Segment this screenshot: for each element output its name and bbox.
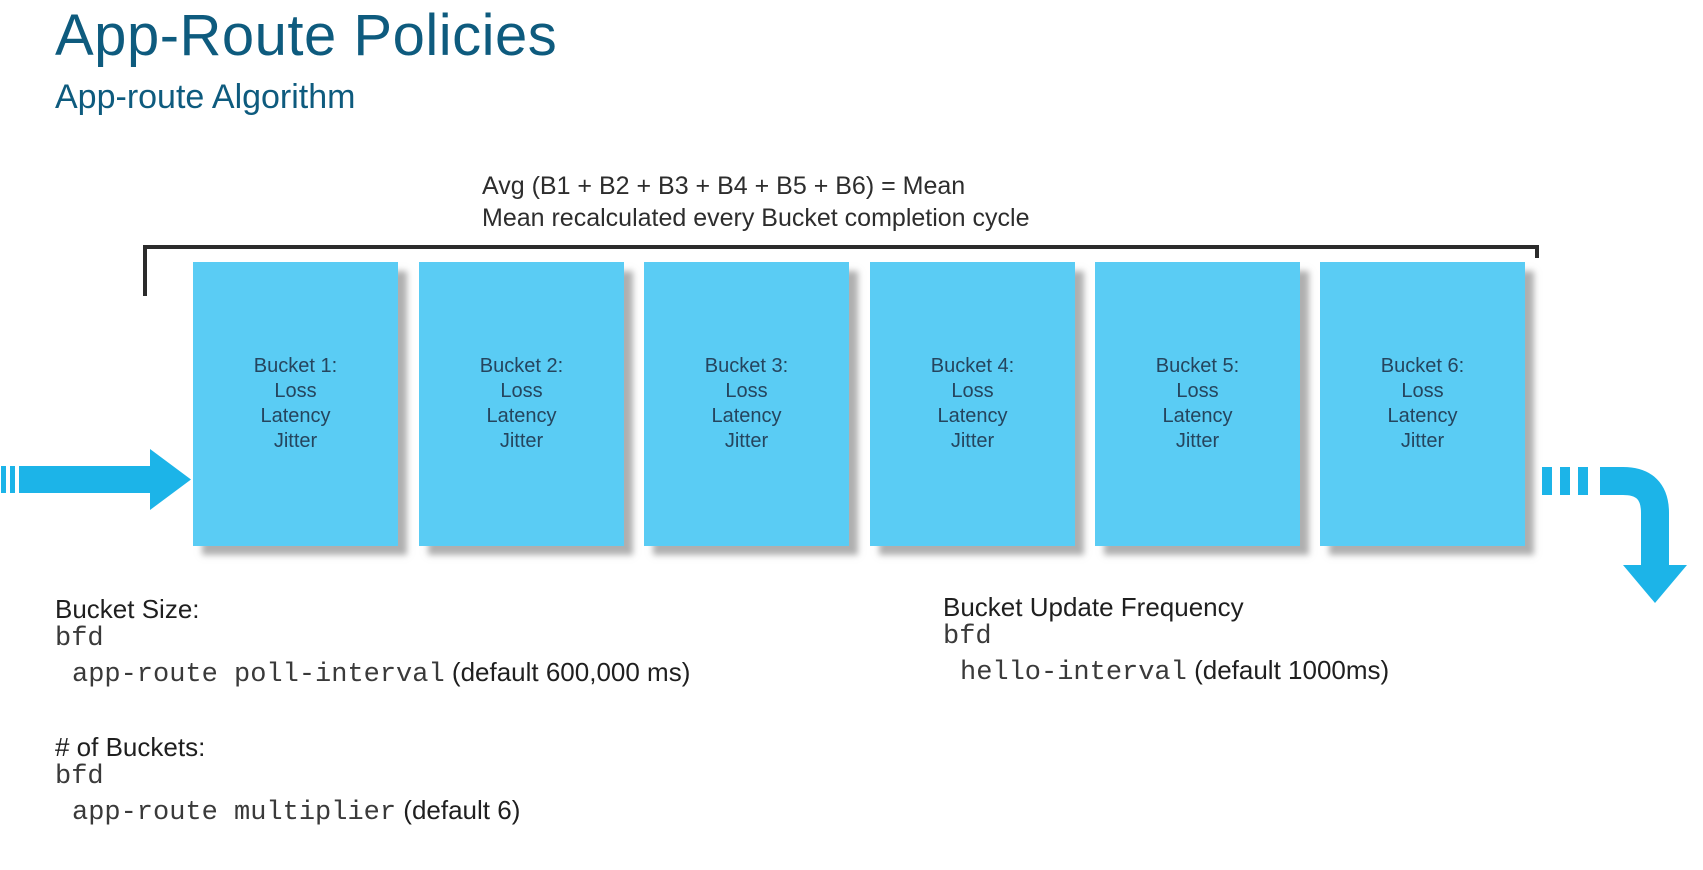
- bucket-metric-latency: Latency: [711, 405, 782, 427]
- bucket-metric-loss: Loss: [1176, 380, 1219, 402]
- bucket-metric-loss: Loss: [274, 380, 317, 402]
- bucket-1: Bucket 1: Loss Latency Jitter: [193, 262, 398, 546]
- aggregation-bracket-right-end: [1535, 245, 1539, 258]
- bucket-metric-jitter: Jitter: [724, 430, 769, 452]
- update-frequency-command-line: hello-interval (default 1000ms): [943, 653, 1389, 690]
- update-frequency-heading: Bucket Update Frequency: [943, 592, 1244, 622]
- bucket-4-label: Bucket 4: Loss Latency Jitter: [931, 354, 1014, 454]
- num-buckets-note: # of Buckets: bfd app-route multiplier (…: [55, 732, 690, 830]
- bucket-size-default: (default 600,000 ms): [451, 657, 691, 687]
- bucket-metric-loss: Loss: [725, 380, 768, 402]
- num-buckets-command-line: app-route multiplier (default 6): [55, 793, 690, 830]
- bucket-title: Bucket 3:: [704, 355, 789, 377]
- bucket-size-note: Bucket Size: bfd app-route poll-interval…: [55, 594, 690, 692]
- bucket-title: Bucket 6:: [1380, 355, 1465, 377]
- bucket-metric-latency: Latency: [486, 405, 557, 427]
- bucket-title: Bucket 1:: [253, 355, 338, 377]
- update-frequency-note: Bucket Update Frequency bfd hello-interv…: [943, 592, 1389, 690]
- page-subtitle: App-route Algorithm: [55, 78, 356, 116]
- bucket-6: Bucket 6: Loss Latency Jitter: [1320, 262, 1525, 546]
- spacer: [55, 692, 690, 732]
- bucket-metric-loss: Loss: [500, 380, 543, 402]
- bucket-size-command-root: bfd: [55, 624, 104, 654]
- aggregation-bracket: [143, 245, 1539, 249]
- aggregation-bracket-left-end: [143, 245, 147, 296]
- bucket-5-label: Bucket 5: Loss Latency Jitter: [1156, 354, 1239, 454]
- num-buckets-heading: # of Buckets:: [55, 732, 206, 762]
- page-title: App-Route Policies: [55, 3, 558, 68]
- bucket-6-label: Bucket 6: Loss Latency Jitter: [1381, 354, 1464, 454]
- num-buckets-command: app-route multiplier: [72, 798, 397, 828]
- update-frequency-default: (default 1000ms): [1194, 655, 1390, 685]
- bucket-title: Bucket 4:: [930, 355, 1015, 377]
- bucket-metric-jitter: Jitter: [273, 430, 318, 452]
- bucket-title: Bucket 2:: [479, 355, 564, 377]
- bucket-metric-loss: Loss: [951, 380, 994, 402]
- formula-line-1: Avg (B1 + B2 + B3 + B4 + B5 + B6) = Mean: [482, 172, 966, 200]
- bucket-metric-jitter: Jitter: [1400, 430, 1445, 452]
- num-buckets-command-root: bfd: [55, 762, 104, 792]
- bucket-size-heading: Bucket Size:: [55, 594, 200, 624]
- update-frequency-command: hello-interval: [960, 658, 1187, 688]
- bucket-3: Bucket 3: Loss Latency Jitter: [644, 262, 849, 546]
- flow-in-arrow-icon: [1, 449, 191, 510]
- bucket-metric-latency: Latency: [1162, 405, 1233, 427]
- flow-out-arrow-icon: [1542, 467, 1687, 603]
- bucket-metric-loss: Loss: [1401, 380, 1444, 402]
- bucket-metric-jitter: Jitter: [950, 430, 995, 452]
- bucket-3-label: Bucket 3: Loss Latency Jitter: [705, 354, 788, 454]
- bucket-2-label: Bucket 2: Loss Latency Jitter: [480, 354, 563, 454]
- num-buckets-default: (default 6): [403, 795, 521, 825]
- bucket-metric-latency: Latency: [1387, 405, 1458, 427]
- right-notes: Bucket Update Frequency bfd hello-interv…: [943, 592, 1389, 690]
- bucket-5: Bucket 5: Loss Latency Jitter: [1095, 262, 1300, 546]
- bucket-metric-latency: Latency: [937, 405, 1008, 427]
- left-notes: Bucket Size: bfd app-route poll-interval…: [55, 594, 690, 830]
- formula-line-2: Mean recalculated every Bucket completio…: [482, 204, 1030, 232]
- bucket-size-command: app-route poll-interval: [72, 660, 445, 690]
- bucket-metric-jitter: Jitter: [1175, 430, 1220, 452]
- mean-formula: Avg (B1 + B2 + B3 + B4 + B5 + B6) = Mean…: [482, 170, 1030, 234]
- bucket-title: Bucket 5:: [1155, 355, 1240, 377]
- bucket-size-command-line: app-route poll-interval (default 600,000…: [55, 655, 690, 692]
- bucket-metric-jitter: Jitter: [499, 430, 544, 452]
- bucket-metric-latency: Latency: [260, 405, 331, 427]
- update-frequency-command-root: bfd: [943, 622, 992, 652]
- bucket-2: Bucket 2: Loss Latency Jitter: [419, 262, 624, 546]
- bucket-1-label: Bucket 1: Loss Latency Jitter: [254, 354, 337, 454]
- bucket-4: Bucket 4: Loss Latency Jitter: [870, 262, 1075, 546]
